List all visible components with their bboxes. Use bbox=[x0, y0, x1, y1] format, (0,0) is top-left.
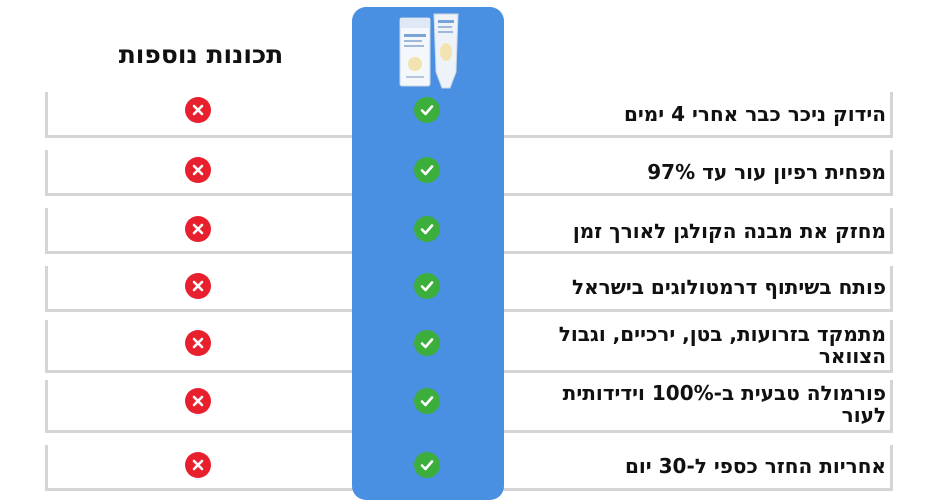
product-column-highlight bbox=[352, 7, 504, 500]
row-label: הידוק ניכר כבר אחרי 4 ימים bbox=[623, 102, 886, 126]
x-icon bbox=[185, 273, 211, 299]
row-label: פורמולה טבעית ב-100% וידידותית לעור bbox=[562, 381, 886, 427]
product-image bbox=[399, 13, 459, 89]
row-label: אחריות החזר כספי ל-30 יום bbox=[624, 454, 886, 478]
row-label: מחזק את מבנה הקולגן לאורך זמן bbox=[572, 219, 886, 243]
check-icon bbox=[414, 97, 440, 123]
check-icon bbox=[414, 330, 440, 356]
x-icon bbox=[185, 216, 211, 242]
check-icon bbox=[414, 452, 440, 478]
x-icon bbox=[185, 157, 211, 183]
x-icon bbox=[185, 97, 211, 123]
row-label: מתמקד בזרועות, בטן, ירכיים, וגבול הצוואר bbox=[558, 322, 886, 368]
x-icon bbox=[185, 388, 211, 414]
check-icon bbox=[414, 388, 440, 414]
row-label: מפחית רפיון עור עד 97% bbox=[647, 160, 886, 184]
row-label: פותח בשיתוף דרמטולוגים בישראל bbox=[572, 275, 886, 299]
check-icon bbox=[414, 273, 440, 299]
features-heading: תכונות נוספות bbox=[118, 40, 284, 69]
check-icon bbox=[414, 157, 440, 183]
x-icon bbox=[185, 330, 211, 356]
check-icon bbox=[414, 216, 440, 242]
x-icon bbox=[185, 452, 211, 478]
